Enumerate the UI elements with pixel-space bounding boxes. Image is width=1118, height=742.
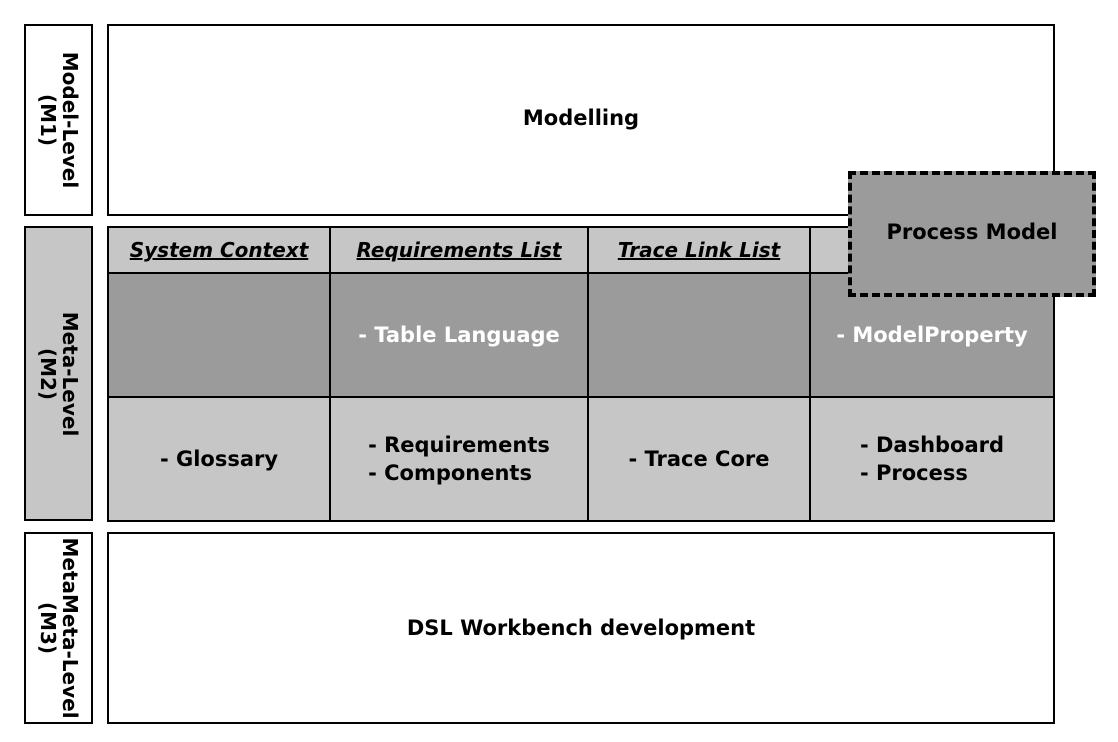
meta-level-label: Meta-Level (M2) [35,311,82,436]
middle-system-context [107,272,331,398]
process-model-box: Process Model [848,171,1096,297]
lower-system-context-list: - Glossary [160,445,278,473]
middle-requirements-list: - Table Language [329,272,589,398]
middle-model-property-label: - ModelProperty [836,323,1028,347]
header-requirements-list: Requirements List [329,226,589,274]
components-item: - Components [368,461,532,485]
modelling-box: Modelling [107,24,1055,216]
meta-level-code: (M2) [35,347,60,400]
meta-level-name: Meta-Level [57,311,82,436]
model-level-label-box: Model-Level (M1) [24,24,93,216]
model-level-code: (M1) [35,93,60,147]
metameta-level-name: MetaMeta-Level [57,537,82,719]
meta-level-label-box: Meta-Level (M2) [24,226,93,521]
header-system-context-label: System Context [129,238,309,262]
process-item: - Process [859,461,968,485]
header-system-context: System Context [107,226,331,274]
header-requirements-list-label: Requirements List [356,238,562,262]
lower-trace-link-list: - Trace Core [587,396,811,522]
lower-requirements-list: - Requirements - Components [329,396,589,522]
header-trace-link-list-label: Trace Link List [617,238,781,262]
metameta-level-label: MetaMeta-Level (M3) [35,537,82,719]
dsl-workbench-label: DSL Workbench development [406,616,756,640]
middle-trace-link-list [587,272,811,398]
process-model-label: Process Model [886,220,1058,244]
lower-process-column-list: - Dashboard - Process [860,431,1004,487]
lower-requirements-list-list: - Requirements - Components [368,431,550,487]
dsl-workbench-box: DSL Workbench development [107,532,1055,724]
header-trace-link-list: Trace Link List [587,226,811,274]
modelling-label: Modelling [522,106,640,130]
middle-table-language-label: - Table Language [358,323,560,347]
metameta-level-label-box: MetaMeta-Level (M3) [24,532,93,724]
requirements-item: - Requirements [368,433,550,457]
glossary-item: - Glossary [159,447,279,471]
model-level-label: Model-Level (M1) [35,51,82,189]
metameta-level-code: (M3) [35,601,60,655]
lower-process-column: - Dashboard - Process [809,396,1055,522]
trace-core-item: - Trace Core [628,447,770,471]
lower-trace-link-list-list: - Trace Core [628,445,769,473]
model-level-name: Model-Level [57,51,82,189]
lower-system-context: - Glossary [107,396,331,522]
dashboard-item: - Dashboard [859,433,1005,457]
